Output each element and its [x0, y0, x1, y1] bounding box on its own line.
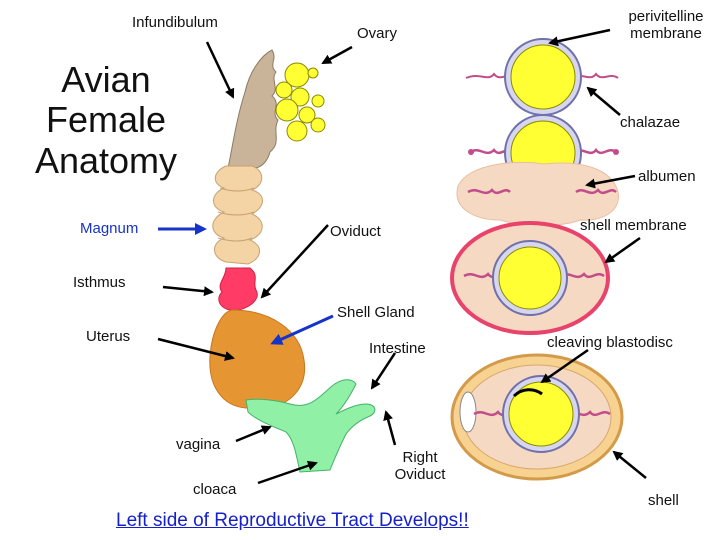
label-chalazae: chalazae: [620, 114, 681, 131]
label-albumen: albumen: [638, 168, 696, 185]
ovary-cluster: [275, 62, 326, 142]
label-uterus: Uterus: [86, 328, 131, 345]
uterus-arrow: [157, 337, 235, 361]
infundibulum-arrow: [205, 41, 235, 99]
label-magnum: Magnum: [80, 220, 139, 237]
shell-membrane-arrow: [604, 236, 641, 264]
chalazae-arrow: [586, 86, 621, 116]
label-infundibulum: Infundibulum: [132, 14, 218, 31]
albumen-arrow: [585, 174, 636, 189]
label-right-oviduct-line-2: Oviduct: [394, 465, 446, 483]
magnum-folds: [217, 187, 255, 242]
cloaca-arrow: [257, 460, 318, 485]
egg-stage-4: [450, 221, 610, 335]
label-perivitelline-membrane: perivitelline membrane: [614, 8, 718, 42]
egg-stage-3-yolk: [467, 188, 617, 195]
label-ovary: Ovary: [357, 25, 398, 42]
egg-stage-1: [465, 38, 619, 116]
vagina-arrow: [235, 425, 272, 443]
label-cloaca: cloaca: [193, 481, 237, 498]
label-shell: shell: [648, 492, 679, 509]
shell-arrow: [612, 450, 647, 479]
label-perivitelline-line-1: perivitelline: [628, 8, 704, 25]
title-line-3: Anatomy: [34, 139, 178, 181]
cloaca-shape: [245, 379, 376, 473]
right-oviduct-arrow: [383, 410, 397, 446]
egg-stage-5: [450, 353, 624, 481]
isthmus-arrow: [162, 285, 214, 297]
label-oviduct: Oviduct: [330, 223, 381, 240]
uterus-shape: [209, 309, 306, 409]
label-intestine: Intestine: [369, 340, 426, 357]
label-perivitelline-line-2: membrane: [630, 24, 702, 42]
label-isthmus: Isthmus: [73, 274, 126, 291]
label-right-oviduct-line-1: Right: [402, 449, 438, 466]
blastodisc-arrow: [540, 348, 589, 384]
label-shell-gland: Shell Gland: [337, 304, 415, 321]
egg-stage-3: [456, 161, 619, 226]
oviduct-arrow: [260, 224, 329, 299]
isthmus-shape: [218, 267, 258, 311]
intestine-arrow: [370, 352, 397, 390]
label-cleaving-blastodisc: cleaving blastodisc: [547, 334, 673, 351]
label-shell-membrane: shell membrane: [580, 217, 687, 234]
label-right-oviduct: Right Oviduct: [385, 449, 455, 483]
title-line-2: Female: [45, 99, 167, 141]
blastodisc-mark: [512, 388, 543, 398]
shell-gland-arrow: [270, 314, 334, 345]
title-line-1: Avian: [61, 59, 151, 100]
page-title: Avian Female Anatomy: [26, 59, 186, 181]
label-vagina: vagina: [176, 436, 221, 453]
footer-note: Left side of Reproductive Tract Develops…: [116, 510, 469, 531]
ovary-arrow: [321, 45, 353, 65]
infundibulum-shape: [227, 49, 279, 169]
perivitelline-arrow: [548, 28, 611, 47]
